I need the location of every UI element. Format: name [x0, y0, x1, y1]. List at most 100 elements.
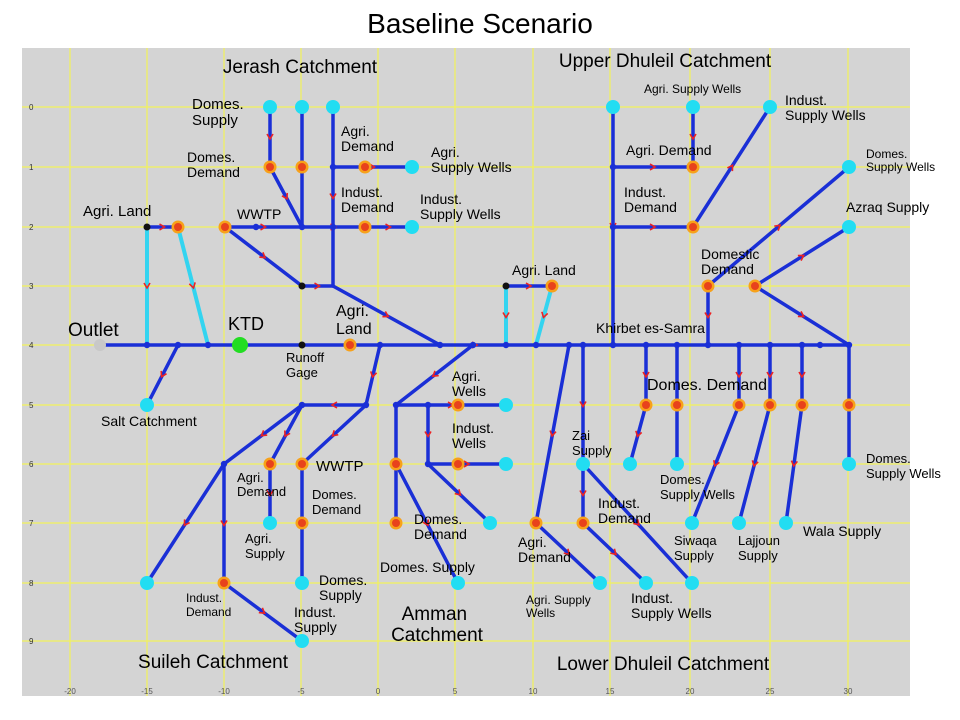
return-flow-link	[534, 284, 554, 347]
lower-agri-demand-line2: Demand	[518, 549, 571, 565]
lower-domes-supply-wells-label: Domes. Supply Wells	[660, 472, 735, 502]
jerash-indust-supply-wells-label: Indust. Supply Wells	[420, 191, 501, 222]
lower-lajjoun-supply-line1: Lajjoun	[738, 533, 780, 548]
supply-node	[842, 160, 856, 174]
flow-arrow	[610, 548, 618, 556]
river-link	[753, 284, 851, 347]
flow-arrow	[774, 224, 782, 231]
junction-node	[502, 341, 510, 349]
lower-indust-demand-line1: Indust.	[598, 495, 640, 511]
junction-node	[298, 401, 306, 409]
supply-node	[405, 220, 419, 234]
y-tick-label: 6	[29, 460, 34, 469]
ktd-reservoir-node	[232, 337, 248, 353]
upper-domes-supply-wells-line1: Domes.	[866, 147, 907, 161]
upper-domestic-demand-label: Domestic Demand	[701, 246, 763, 277]
flow-arrow	[281, 192, 289, 201]
lower-siwaqa-supply-line1: Siwaqa	[674, 533, 717, 548]
upper-indust-demand-line2: Demand	[624, 199, 677, 215]
upper-indust-demand-line1: Indust.	[624, 184, 666, 200]
x-tick-label: 30	[844, 687, 853, 696]
gauge-node	[298, 341, 306, 349]
flow-arrow	[541, 311, 549, 319]
x-tick-label: -20	[64, 687, 76, 696]
flow-arrow	[331, 430, 339, 437]
supply-node	[685, 516, 699, 530]
flow-arrow	[382, 311, 390, 318]
river-link	[706, 165, 851, 288]
x-tick-label: 15	[606, 687, 615, 696]
suileh-indust-demand-label: Indust. Demand	[186, 591, 231, 619]
y-tick-label: 3	[29, 282, 34, 291]
y-tick-label: 5	[29, 401, 34, 410]
supply-node	[732, 516, 746, 530]
flow-arrow	[797, 254, 806, 261]
jerash-domes-demand-line1: Domes.	[187, 149, 235, 165]
upper-domes-supply-wells-line2: Supply Wells	[866, 160, 935, 174]
amman-domes-supply-label: Domes. Supply	[380, 559, 475, 575]
suileh-agri-supply-label: Agri. Supply	[245, 531, 285, 561]
flow-arrow	[766, 371, 774, 379]
demand-node	[361, 163, 369, 171]
flow-arrow	[633, 519, 640, 527]
supply-node	[405, 160, 419, 174]
supply-node	[606, 100, 620, 114]
supply-node	[639, 576, 653, 590]
junction-node	[220, 460, 228, 468]
suileh-agri-supply-line1: Agri.	[245, 531, 272, 546]
suileh-indust-demand-line2: Demand	[186, 605, 231, 619]
river-link	[394, 343, 475, 407]
agri-land-right-label: Agri. Land	[512, 262, 576, 278]
junction-node	[329, 223, 337, 231]
junction-node	[469, 341, 477, 349]
demand-node	[454, 460, 462, 468]
jerash-indust-demand-label: Indust. Demand	[341, 184, 394, 215]
junction-node	[579, 341, 587, 349]
supply-node	[499, 457, 513, 471]
runoff-gage-line2: Gage	[286, 365, 318, 380]
junction-node	[766, 341, 774, 349]
supply-node	[451, 576, 465, 590]
lower-domes-demand-label: Domes. Demand	[647, 377, 767, 394]
flow-arrow	[579, 401, 587, 409]
demand-node	[392, 519, 400, 527]
river-link	[581, 521, 648, 585]
suileh-wwtp-label: WWTP	[316, 458, 363, 475]
lower-siwaqa-supply-line2: Supply	[674, 548, 714, 563]
y-tick-label: 4	[29, 341, 34, 350]
demand-node	[704, 282, 712, 290]
jerash-domes-supply-line2: Supply	[192, 112, 238, 129]
demand-node	[361, 223, 369, 231]
demand-node	[532, 519, 540, 527]
demand-node	[346, 341, 354, 349]
junction-node	[436, 341, 444, 349]
lower-agri-supply-wells-line2: Wells	[526, 606, 555, 620]
flow-arrow	[525, 282, 533, 290]
agri-land-left-label: Agri. Land	[83, 203, 151, 220]
demand-node	[798, 401, 806, 409]
flow-arrow	[159, 223, 167, 231]
jerash-domes-demand-label: Domes. Demand	[187, 149, 240, 180]
flow-arrow	[329, 193, 337, 201]
junction-node	[642, 341, 650, 349]
upper-domestic-demand-line2: Demand	[701, 261, 754, 277]
amman-agri-wells-line2: Wells	[452, 383, 486, 399]
demand-node	[266, 460, 274, 468]
supply-node	[140, 398, 154, 412]
amman-catchment-label: Amman Catchment	[391, 604, 484, 646]
demand-node	[454, 401, 462, 409]
demand-node	[766, 401, 774, 409]
junction-node	[424, 401, 432, 409]
gauge-node	[143, 223, 151, 231]
demand-node	[751, 282, 759, 290]
x-tick-label: 25	[766, 687, 775, 696]
demand-node	[298, 519, 306, 527]
supply-node	[140, 576, 154, 590]
junction-node	[174, 341, 182, 349]
supply-node	[842, 457, 856, 471]
y-tick-label: 1	[29, 163, 34, 172]
agri-land-mid-line1: Agri.	[336, 303, 369, 320]
demand-node	[579, 519, 587, 527]
x-tick-label: -10	[218, 687, 230, 696]
x-tick-label: 20	[686, 687, 695, 696]
